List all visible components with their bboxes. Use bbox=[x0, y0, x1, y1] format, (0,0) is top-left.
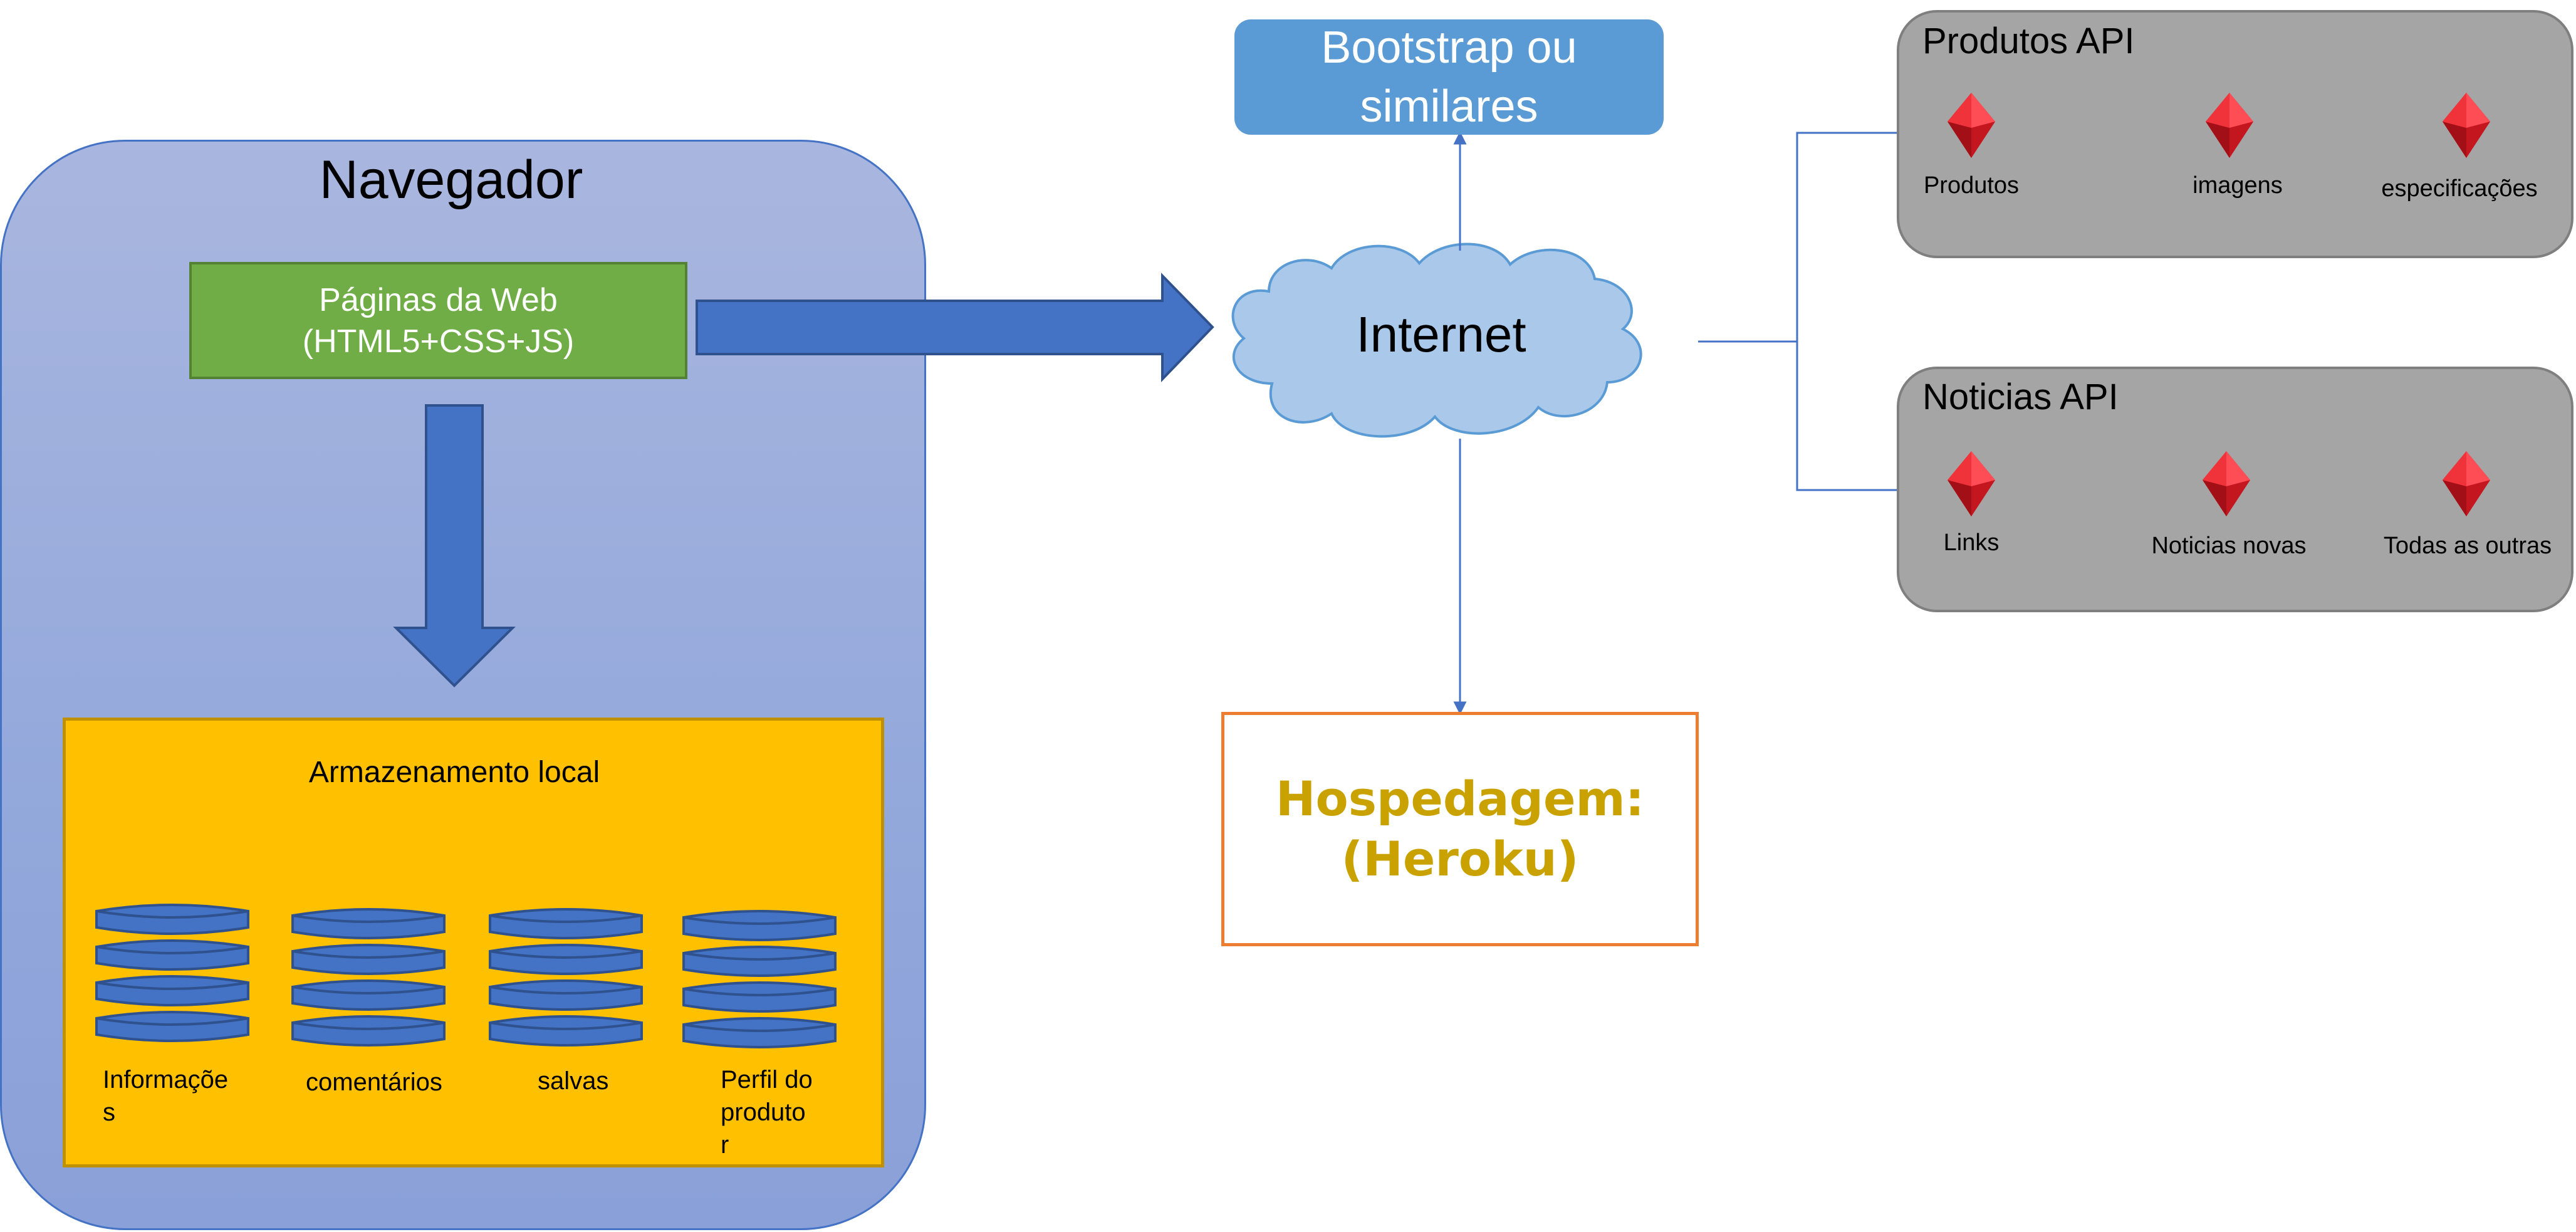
db-label-perfil: Perfil do produto r bbox=[721, 1066, 813, 1159]
noticias-api-item: Todas as outras bbox=[2383, 533, 2552, 559]
bootstrap-label-line1: Bootstrap ou bbox=[1321, 23, 1577, 73]
internet-label: Internet bbox=[1356, 306, 1526, 362]
browser-title: Navegador bbox=[319, 150, 583, 210]
produtos-api-title: Produtos API bbox=[1922, 21, 2135, 61]
noticias-api-item: Noticias novas bbox=[2151, 533, 2307, 559]
gem-icon bbox=[2203, 451, 2250, 516]
bootstrap-label-line2: similares bbox=[1360, 81, 1538, 132]
noticias-api-title: Noticias API bbox=[1922, 377, 2119, 417]
db-label-salvas: salvas bbox=[538, 1067, 609, 1095]
database-icon-perfil bbox=[682, 910, 837, 1048]
produtos-api-item: especificações bbox=[2381, 175, 2538, 202]
gem-icon bbox=[2206, 93, 2253, 158]
db-label-informacoes: Informaçõe s bbox=[103, 1066, 229, 1126]
gem-icon bbox=[2443, 451, 2490, 516]
local-storage-title: Armazenamento local bbox=[308, 756, 600, 789]
hosting-label-line2: (Heroku) bbox=[1341, 831, 1579, 887]
bootstrap-box: Bootstrap ou similares bbox=[1234, 19, 1664, 135]
produtos-api-item: Produtos bbox=[1923, 172, 2020, 199]
internet-cloud-icon bbox=[1231, 243, 1642, 438]
database-icon-salvas bbox=[489, 908, 643, 1047]
webpages-box: Páginas da Web (HTML5+CSS+JS) bbox=[189, 262, 687, 379]
gem-icon bbox=[1948, 451, 1995, 516]
db-label-comentarios: comentários bbox=[306, 1068, 442, 1096]
connector-api-bracket bbox=[1796, 132, 1897, 491]
database-icon-informacoes bbox=[95, 904, 249, 1042]
webpages-label-line1: Páginas da Web bbox=[319, 281, 558, 318]
gem-icon bbox=[1948, 93, 1995, 158]
hosting-box: Hospedagem: (Heroku) bbox=[1221, 712, 1699, 946]
webpages-label-line2: (HTML5+CSS+JS) bbox=[302, 323, 575, 360]
down-arrow bbox=[393, 404, 516, 687]
hosting-label-line1: Hospedagem: bbox=[1275, 771, 1645, 827]
produtos-api-item: imagens bbox=[2193, 172, 2283, 199]
gem-icon bbox=[2443, 93, 2490, 158]
database-icon-comentarios bbox=[291, 908, 446, 1047]
noticias-api-item: Links bbox=[1943, 530, 2000, 556]
right-arrow bbox=[696, 273, 1214, 382]
